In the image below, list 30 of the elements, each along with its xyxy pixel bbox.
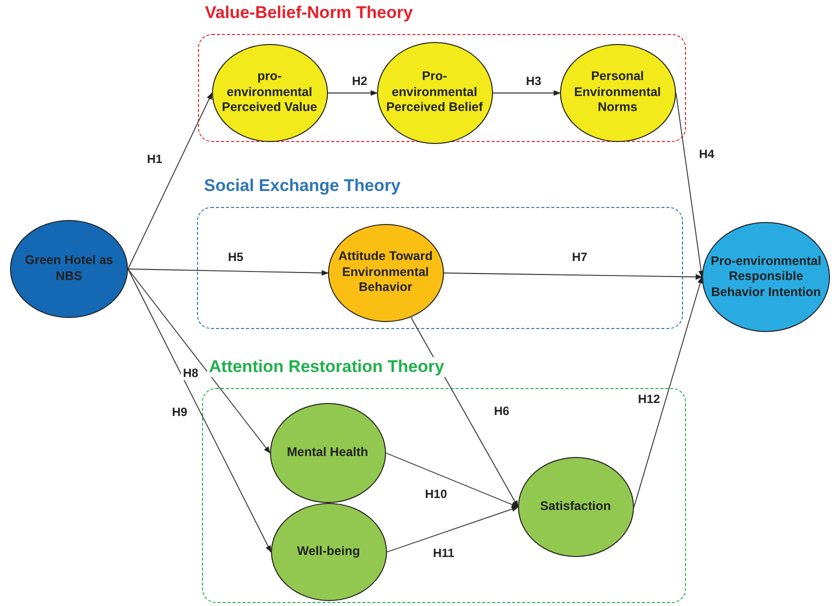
construct-label: pro-environmental Perceived Value — [220, 69, 318, 116]
construct-label: Well-being — [296, 544, 361, 560]
construct-label: Attitude Toward Environmental Behavior — [337, 249, 434, 296]
arrow — [410, 316, 518, 508]
group-heading: Value-Belief-Norm Theory — [203, 3, 415, 23]
construct-label: Pro-environmental Responsible Behavior Intention — [710, 254, 822, 300]
arrow — [386, 506, 519, 552]
arrow — [328, 90, 378, 96]
construct-label: Personal Environmental Norms — [573, 69, 662, 116]
construct-label: Pro-environmental Perceived Belief — [385, 69, 484, 116]
group-heading: Attention Restoration Theory — [207, 357, 446, 377]
arrow — [128, 268, 329, 276]
edge-label: H10 — [423, 487, 450, 502]
arrow — [386, 452, 519, 508]
arrow — [676, 92, 704, 278]
arrow — [128, 268, 272, 553]
construct-label: Satisfaction — [539, 498, 612, 514]
arrow — [634, 276, 703, 508]
edge-label: H5 — [226, 250, 246, 264]
arrow — [128, 268, 270, 454]
construct-label: Mental Health — [286, 444, 370, 460]
arrow — [444, 272, 703, 280]
edge-label: H6 — [492, 404, 512, 418]
edge-label: H8 — [181, 366, 200, 380]
arrow — [128, 92, 212, 270]
construct-label: Green Hotel as NBS — [24, 253, 114, 285]
arrow — [492, 90, 561, 96]
edge-label: H9 — [170, 405, 190, 420]
group-heading: Social Exchange Theory — [202, 176, 403, 196]
edge-label: H3 — [524, 74, 544, 88]
